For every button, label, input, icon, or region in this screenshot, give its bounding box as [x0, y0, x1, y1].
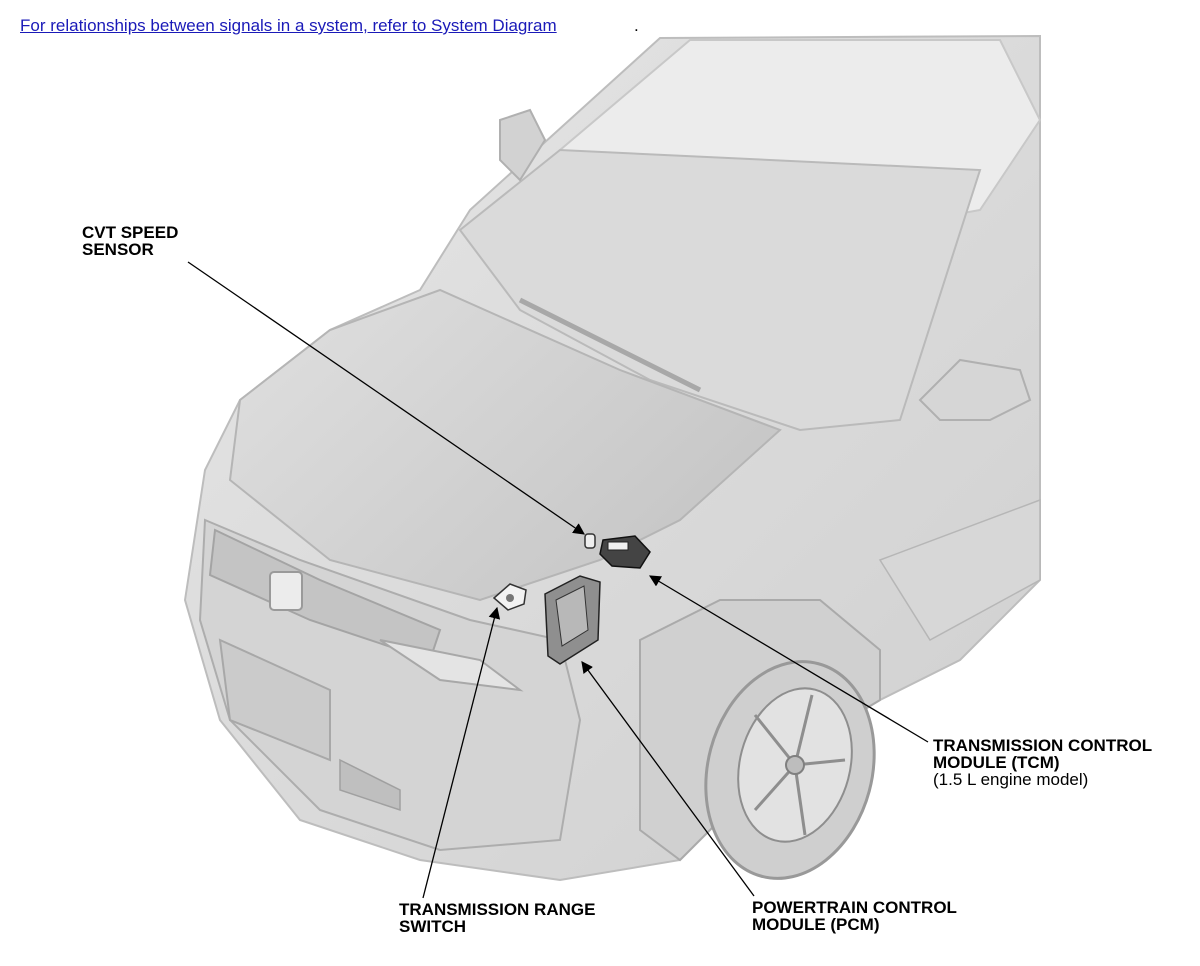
fog-vent [339, 758, 401, 812]
callout-line: POWERTRAIN CONTROL [752, 898, 957, 917]
callout-line: MODULE (TCM) [933, 753, 1060, 772]
tcm-part [599, 535, 651, 569]
callout-line: TRANSMISSION RANGE [399, 900, 596, 919]
callout-tcm: TRANSMISSION CONTROL MODULE (TCM) (1.5 L… [933, 737, 1152, 788]
link-suffix: . [634, 16, 639, 35]
lower-grille [218, 638, 331, 762]
callout-note: (1.5 L engine model) [933, 770, 1089, 789]
wheel-spokes [753, 694, 846, 836]
callout-transmission-range-switch: TRANSMISSION RANGE SWITCH [399, 901, 595, 935]
transmission-range-switch-part [492, 583, 527, 611]
callout-cvt-speed-sensor: CVT SPEED SENSOR [82, 224, 178, 258]
callout-pcm: POWERTRAIN CONTROL MODULE (PCM) [752, 899, 957, 933]
leader-pcm [581, 661, 755, 897]
emblem [269, 571, 303, 611]
windshield [458, 148, 982, 432]
car-hood [228, 288, 782, 602]
callout-line: CVT SPEED [82, 223, 179, 242]
leader-cvt-speed-sensor [187, 261, 585, 535]
side-panel [878, 498, 1041, 641]
leader-transmission-range-switch [422, 606, 501, 899]
wiper [518, 297, 702, 393]
wheel-hub [785, 755, 805, 775]
left-mirror [499, 108, 547, 182]
callout-line: SENSOR [82, 240, 154, 259]
callout-line: TRANSMISSION CONTROL [933, 736, 1153, 755]
leader-tcm [648, 575, 929, 743]
cvt-speed-sensor-part [584, 533, 596, 549]
callout-line: SWITCH [399, 917, 467, 936]
headlight [379, 639, 524, 692]
callout-line: MODULE (PCM) [752, 915, 880, 934]
pcm-part [544, 575, 601, 665]
right-mirror [918, 358, 1032, 421]
system-diagram-link[interactable]: For relationships between signals in a s… [20, 16, 557, 35]
